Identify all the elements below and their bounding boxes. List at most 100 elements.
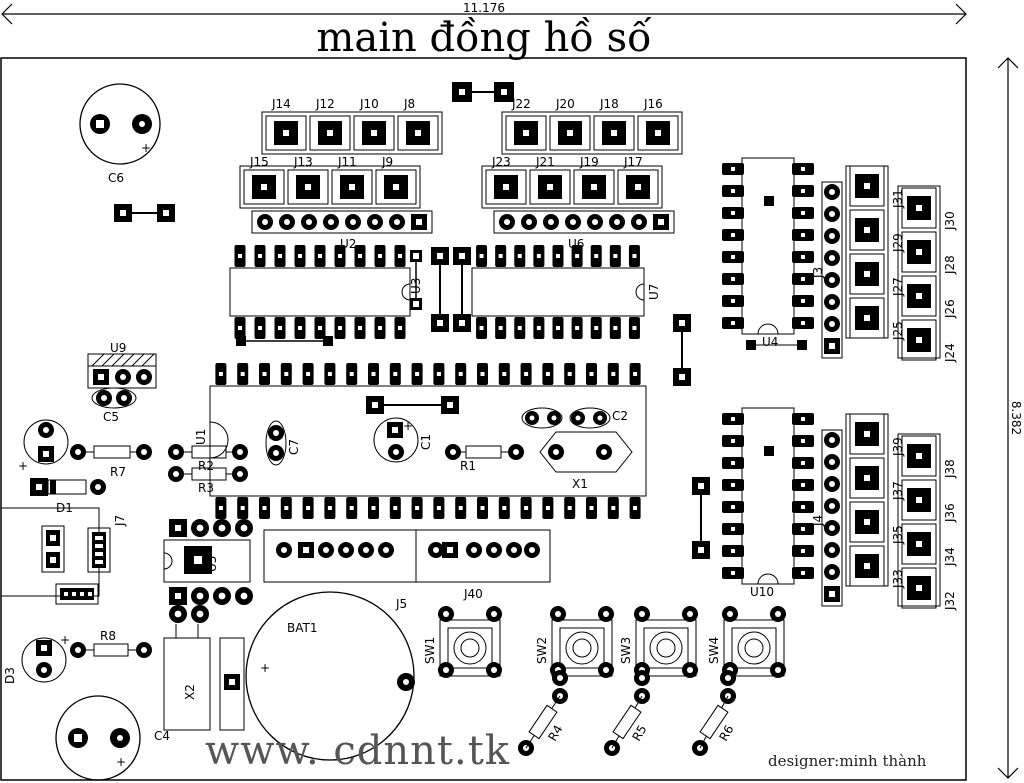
power-jack-j7: J7	[0, 507, 127, 605]
capacitor-c3: +	[18, 419, 69, 473]
label-j12: J12	[315, 97, 335, 111]
capacitor-c1: + C1	[373, 417, 433, 463]
header-j5: J5	[263, 529, 551, 611]
svg-text:R7: R7	[110, 465, 126, 479]
label-j22: J22	[511, 97, 531, 111]
svg-text:C6: C6	[108, 171, 124, 185]
svg-text:BAT1: BAT1	[287, 621, 317, 635]
battery-bat1: BAT1 +	[219, 591, 415, 761]
label-j15: J15	[249, 155, 269, 169]
svg-text:+: +	[260, 661, 270, 675]
label-sw1: SW1	[423, 637, 437, 664]
svg-text:+: +	[18, 459, 28, 473]
svg-text:U1: U1	[194, 429, 208, 445]
svg-text:+: +	[141, 141, 151, 155]
label-sw2: SW2	[535, 637, 549, 664]
svg-text:C5: C5	[103, 410, 119, 424]
svg-text:U9: U9	[110, 341, 126, 355]
label-r4: R4	[545, 723, 565, 744]
jumper-top	[452, 82, 514, 102]
jumpers-center	[236, 247, 710, 559]
led-d3: + D3	[3, 633, 70, 684]
svg-text:X1: X1	[572, 477, 588, 491]
capacitor-c6: + C6	[79, 83, 161, 185]
label-j30: J30	[943, 211, 957, 231]
label-j8: J8	[403, 97, 415, 111]
label-j13: J13	[293, 155, 313, 169]
label-j19: J19	[579, 155, 599, 169]
jumper-left	[114, 204, 175, 222]
crystal-x1: X1	[539, 431, 633, 491]
dimension-width	[1, 3, 967, 25]
website-watermark: www. cdnnt.tk	[205, 728, 511, 774]
designer-credit: designer:minh thành	[768, 752, 927, 770]
capacitor-c5: C5	[91, 387, 137, 424]
svg-text:U10: U10	[750, 585, 774, 599]
mcu-u1	[209, 363, 647, 519]
svg-text:C4: C4	[154, 729, 170, 743]
ic-u4	[722, 157, 814, 335]
svg-text:U4: U4	[762, 335, 778, 349]
svg-text:R2: R2	[198, 459, 214, 473]
ic-u5: U5	[163, 519, 253, 623]
svg-text:R8: R8	[100, 629, 116, 643]
svg-text:U7: U7	[647, 284, 661, 300]
svg-text:+: +	[403, 419, 413, 433]
resistor-r7: R7	[70, 444, 152, 479]
label-j16: J16	[643, 97, 663, 111]
label-j9: J9	[381, 155, 393, 169]
svg-text:+: +	[116, 755, 126, 769]
diode-d1: D1	[30, 478, 106, 515]
dimension-height	[997, 57, 1019, 779]
svg-text:J5: J5	[395, 597, 407, 611]
label-j38: J38	[943, 459, 957, 479]
resistor-r1: R1	[445, 444, 524, 473]
svg-text:C1: C1	[419, 434, 433, 450]
svg-text:C7: C7	[287, 439, 301, 455]
label-j21: J21	[535, 155, 555, 169]
svg-text:R1: R1	[460, 459, 476, 473]
label-j34: J34	[943, 547, 957, 567]
label-j32: J32	[943, 591, 957, 611]
svg-text:U5: U5	[205, 556, 219, 572]
svg-text:X2: X2	[183, 684, 197, 700]
label-j14: J14	[271, 97, 291, 111]
board-outline	[0, 57, 967, 781]
svg-text:J3: J3	[811, 267, 825, 279]
svg-text:J4: J4	[811, 515, 825, 527]
label-j11: J11	[337, 155, 357, 169]
label-j17: J17	[623, 155, 643, 169]
label-j28: J28	[943, 255, 957, 275]
label-j26: J26	[943, 299, 957, 319]
svg-text:U6: U6	[568, 237, 584, 251]
label-j20: J20	[555, 97, 575, 111]
resistor-r3: R3	[168, 466, 248, 495]
label-j23: J23	[491, 155, 511, 169]
svg-text:+: +	[60, 633, 70, 647]
svg-text:U2: U2	[340, 237, 356, 251]
label-j36: J36	[943, 503, 957, 523]
capacitor-c7: C7	[265, 420, 301, 466]
label-sw3: SW3	[619, 637, 633, 664]
label-j24: J24	[943, 343, 957, 363]
ic-u6	[471, 245, 645, 339]
width-dimension-label: 11.176	[463, 1, 505, 15]
regulator-u9: U9	[87, 341, 157, 389]
resistor-r8: R8	[70, 629, 152, 658]
label-j10: J10	[359, 97, 379, 111]
label-j18: J18	[599, 97, 619, 111]
capacitor-c4: + C4	[55, 695, 170, 781]
ic-u10	[722, 407, 814, 585]
resistor-r2: R2	[168, 444, 248, 473]
connector-block-right: J31J29J27J25J30J28J26J24J39J37J35J33J38J…	[821, 165, 957, 611]
height-dimension-label: 8.382	[1009, 401, 1023, 435]
svg-text:D3: D3	[3, 667, 17, 684]
ic-u2	[229, 245, 411, 339]
label-r5: R5	[629, 723, 649, 744]
jumper-u1	[366, 396, 459, 414]
svg-text:J40: J40	[463, 587, 483, 601]
